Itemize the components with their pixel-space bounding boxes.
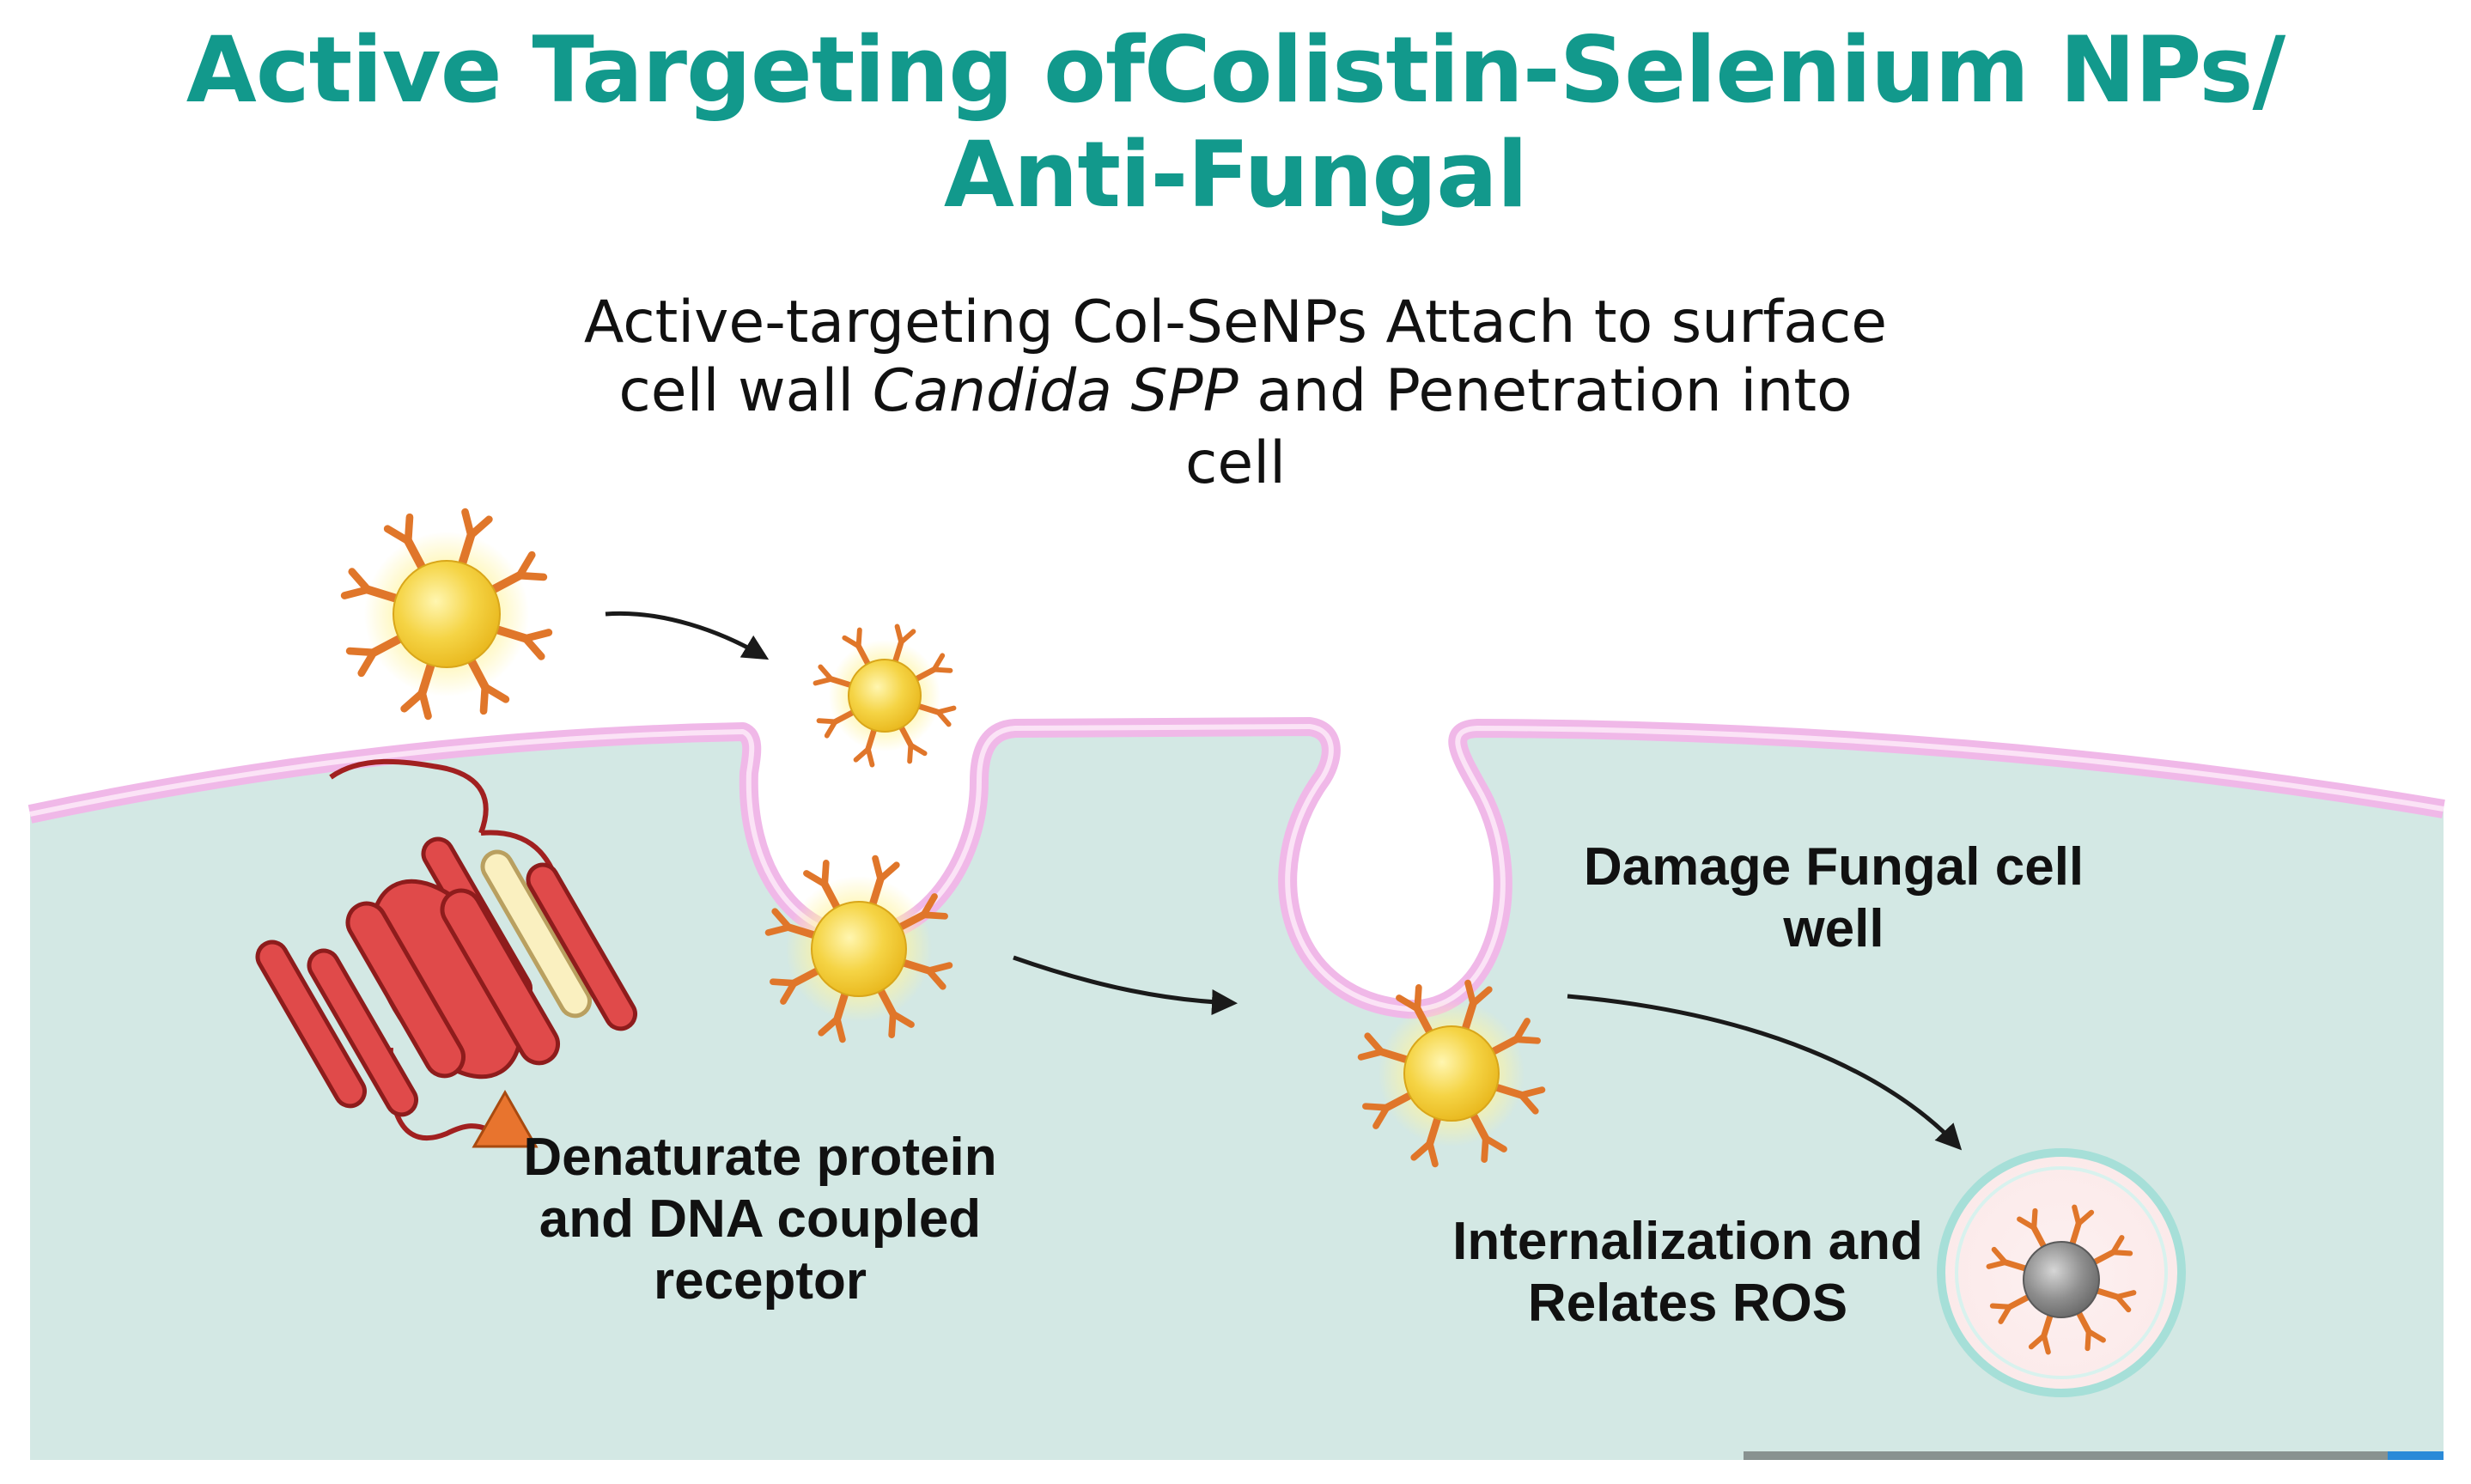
vesicle-inner-ring	[1955, 1166, 2168, 1379]
subtitle-line-2-start: cell wall	[618, 357, 873, 425]
subtitle-line-3: cell	[1184, 429, 1286, 497]
damage-label-line-2: well	[1783, 899, 1884, 958]
bottom-edge-shadow	[1744, 1451, 2413, 1460]
arrow-icon	[1567, 994, 1963, 1151]
subtitle-species-italic: Candida SPP	[872, 357, 1239, 425]
denature-label: Denaturate protein and DNA coupled recep…	[515, 1127, 1005, 1312]
subtitle-line-2-end: and Penetration into	[1238, 357, 1853, 425]
nanoparticle-antibody-icon	[340, 508, 553, 721]
diagram-title-line-2: Anti-Fungal	[943, 122, 1528, 228]
bottom-edge-accent	[2388, 1451, 2444, 1460]
damage-label-line-1: Damage Fungal cell	[1583, 837, 2085, 897]
nanoparticle-antibody-icon	[764, 855, 953, 1043]
denature-label-line-1: Denaturate protein	[523, 1128, 997, 1187]
cell-membrane-inner-line	[29, 724, 2444, 1013]
nanoparticle-antibody-icon	[1357, 979, 1546, 1168]
subtitle-line-1: Active-targeting Col-SeNPs Attach to sur…	[583, 289, 1888, 356]
damage-label: Damage Fungal cell well	[1533, 836, 2134, 960]
denature-label-line-2: and DNA coupled	[539, 1189, 982, 1249]
receptor-protein-icon	[255, 758, 637, 1140]
nanoparticle-antibody-icon	[813, 623, 957, 768]
nanoparticle-antibody-icon	[1986, 1204, 2137, 1355]
internalization-label: Internalization and Relates ROS	[1413, 1211, 1963, 1335]
arrow-icon	[1013, 955, 1238, 1016]
denature-label-line-3: receptor	[653, 1251, 867, 1311]
fungal-cell-cytoplasm	[30, 727, 2444, 1460]
subtitle-line-2: cell wall Candida SPP and Penetration in…	[0, 357, 2471, 425]
triangle-icon	[472, 1089, 539, 1148]
internalization-label-line-1: Internalization and	[1452, 1212, 1923, 1271]
diagram-title-line-1: Active Targeting ofColistin-Selenium NPs…	[186, 17, 2285, 123]
arrow-icon	[605, 611, 770, 660]
internalization-label-line-2: Relates ROS	[1527, 1274, 1848, 1333]
